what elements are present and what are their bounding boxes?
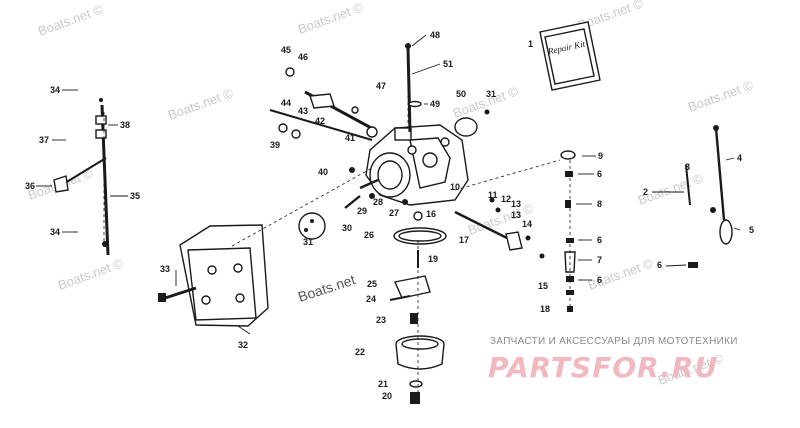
right-linkage-rods <box>685 125 733 268</box>
callout-47: 47 <box>376 81 386 91</box>
callout-11: 11 <box>488 190 498 200</box>
callout-45: 45 <box>281 45 291 55</box>
callout-32: 32 <box>238 340 248 350</box>
float-bowl <box>395 335 445 370</box>
callout-15: 15 <box>538 281 548 291</box>
bowl-drain-screw <box>410 392 420 404</box>
carburetor-body <box>365 124 469 206</box>
watermark: Boats.net © <box>296 0 366 37</box>
float-pin <box>389 295 411 301</box>
watermark: Boats.net © <box>686 77 756 115</box>
brand-tagline: ЗАПЧАСТИ И АКСЕССУАРЫ ДЛЯ МОТОТЕХНИКИ <box>490 336 738 347</box>
bowl-washer <box>409 380 423 388</box>
throttle-shaft-assembly <box>269 67 378 141</box>
callout-34a: 34 <box>50 85 60 95</box>
callout-30: 30 <box>342 223 352 233</box>
callout-12: 12 <box>501 194 511 204</box>
callout-5: 5 <box>749 225 754 235</box>
float-bowl-gasket <box>393 227 447 245</box>
callout-41: 41 <box>345 133 355 143</box>
callout-31b: 31 <box>486 89 496 99</box>
callout-10: 10 <box>450 182 460 192</box>
body-screws <box>344 167 408 209</box>
air-silencer-cover <box>179 224 269 327</box>
welch-plug <box>454 109 490 137</box>
callout-51: 51 <box>443 59 453 69</box>
callout-1: 1 <box>528 39 533 49</box>
callout-39: 39 <box>270 140 280 150</box>
throttle-rod <box>405 43 422 133</box>
callout-14: 14 <box>522 219 532 229</box>
watermark-center: Boats.net <box>296 271 357 305</box>
callout-2: 2 <box>643 187 648 197</box>
callout-3: 3 <box>685 162 690 172</box>
callout-31a: 31 <box>303 237 313 247</box>
callout-38: 38 <box>120 120 130 130</box>
partsfor-branding: ЗАПЧАСТИ И АКСЕССУАРЫ ДЛЯ МОТОТЕХНИКИ PA… <box>488 336 738 384</box>
callout-36: 36 <box>25 181 35 191</box>
main-jet <box>410 313 418 324</box>
callout-22: 22 <box>355 347 365 357</box>
callout-49: 49 <box>430 99 440 109</box>
repair-kit-box: Repair Kit <box>539 21 601 91</box>
throttle-plate <box>298 212 326 240</box>
callout-13a: 13 <box>511 199 521 209</box>
callout-40: 40 <box>318 167 328 177</box>
float <box>394 275 431 299</box>
callout-44: 44 <box>281 98 291 108</box>
callout-8: 8 <box>597 199 602 209</box>
watermark: Boats.net © <box>36 1 106 39</box>
choke-rod-assembly <box>53 98 110 256</box>
callout-9: 9 <box>598 151 603 161</box>
callout-20: 20 <box>382 391 392 401</box>
leader-lines <box>36 34 741 335</box>
callout-23: 23 <box>376 315 386 325</box>
callout-50: 50 <box>456 89 466 99</box>
callout-34b: 34 <box>50 227 60 237</box>
callout-43: 43 <box>298 106 308 116</box>
callout-6d: 6 <box>597 275 602 285</box>
callout-6a: 6 <box>657 260 662 270</box>
callout-4: 4 <box>737 153 742 163</box>
callout-48: 48 <box>430 30 440 40</box>
callout-17: 17 <box>459 235 469 245</box>
callout-46: 46 <box>298 52 308 62</box>
callout-37: 37 <box>39 135 49 145</box>
callout-16: 16 <box>426 209 436 219</box>
callout-28: 28 <box>373 197 383 207</box>
callout-27: 27 <box>389 208 399 218</box>
idle-mixture-stack <box>560 150 576 312</box>
choke-lever-assembly <box>454 197 545 259</box>
callout-33: 33 <box>160 264 170 274</box>
callout-6c: 6 <box>597 235 602 245</box>
callout-18: 18 <box>540 304 550 314</box>
callout-29: 29 <box>357 206 367 216</box>
part-number-callouts: 1 2 3 4 5 6 6 6 6 7 8 9 10 11 12 13 13 1… <box>25 30 754 401</box>
callout-25: 25 <box>367 279 377 289</box>
callout-7: 7 <box>597 255 602 265</box>
callout-35: 35 <box>130 191 140 201</box>
callout-13b: 13 <box>511 210 521 220</box>
callout-42: 42 <box>315 116 325 126</box>
watermark: Boats.net © <box>166 85 236 123</box>
watermark: Boats.net © <box>56 255 126 293</box>
callout-24: 24 <box>366 294 376 304</box>
callout-21: 21 <box>378 379 388 389</box>
callout-26: 26 <box>364 230 374 240</box>
callout-6b: 6 <box>597 169 602 179</box>
brand-logo: PARTSFOR.RU <box>488 351 718 384</box>
cover-screw <box>158 286 197 302</box>
alignment-lines <box>103 48 571 395</box>
callout-19: 19 <box>428 254 438 264</box>
